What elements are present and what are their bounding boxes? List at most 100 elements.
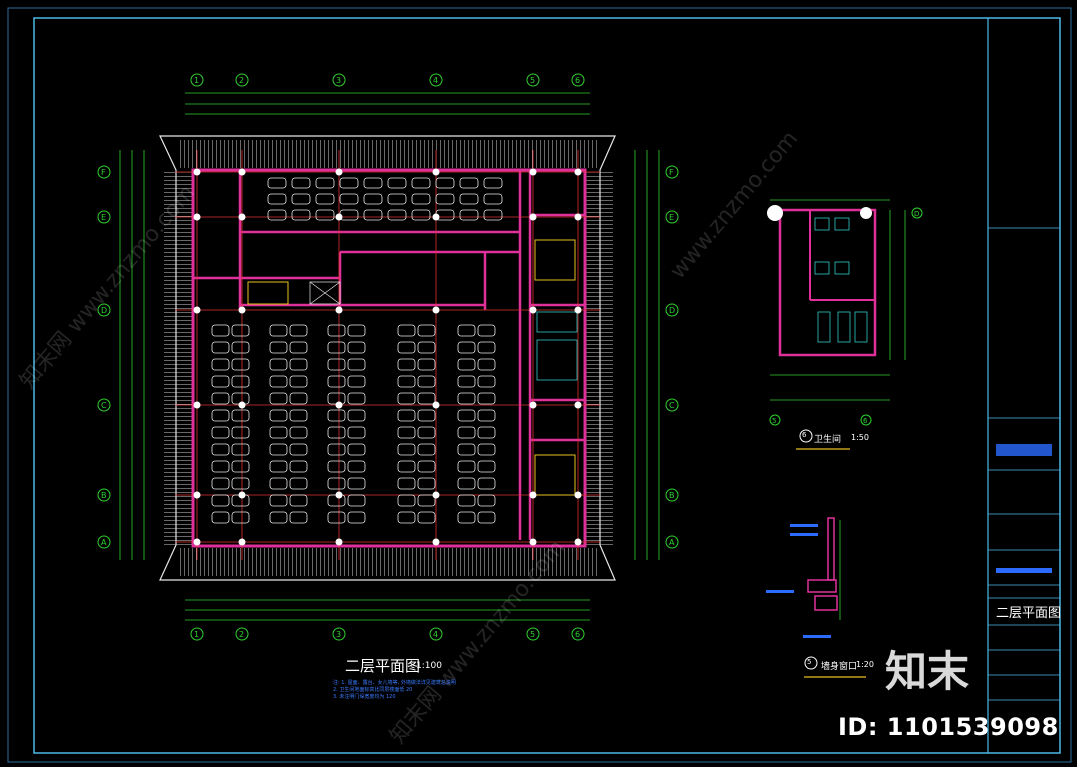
desk	[231, 477, 250, 490]
axis-label: 5	[530, 76, 535, 85]
desk	[231, 375, 250, 388]
column-marker	[432, 491, 440, 499]
column-marker	[574, 491, 582, 499]
exterior-wall	[191, 168, 587, 548]
toilet-block	[536, 311, 578, 381]
desk	[339, 177, 359, 189]
desk	[417, 409, 436, 422]
axis-label: B	[101, 491, 107, 500]
axis-bubble	[571, 73, 585, 87]
desk	[347, 443, 366, 456]
desk	[477, 460, 496, 473]
column-marker	[432, 213, 440, 221]
axis-label: 6	[575, 630, 580, 639]
desk	[339, 209, 359, 221]
desk	[327, 426, 346, 439]
title-block	[988, 227, 1060, 701]
desk	[347, 511, 366, 524]
desk	[289, 375, 308, 388]
desk	[347, 375, 366, 388]
column-marker	[335, 306, 343, 314]
desk	[397, 324, 416, 337]
desk	[211, 443, 230, 456]
axis-bubble	[332, 73, 346, 87]
axis-label: A	[669, 538, 675, 547]
desk	[269, 358, 288, 371]
column-marker	[574, 538, 582, 546]
interior-walls	[193, 170, 585, 540]
axis-bubble	[665, 398, 679, 412]
desk	[211, 494, 230, 507]
desk	[477, 358, 496, 371]
desk	[327, 443, 346, 456]
desk	[459, 177, 479, 189]
axis-label: 1	[194, 630, 199, 639]
desk	[347, 341, 366, 354]
desk	[315, 193, 335, 205]
toilet-detail-title: 卫生间	[814, 435, 842, 445]
axis-label: B	[669, 491, 675, 500]
desk	[397, 460, 416, 473]
column-marker	[529, 168, 537, 176]
desk	[435, 177, 455, 189]
desk	[211, 324, 230, 337]
desk	[457, 511, 476, 524]
column-marker	[335, 213, 343, 221]
desk	[327, 392, 346, 405]
axis-label: 1	[194, 76, 199, 85]
desk	[269, 494, 288, 507]
axis-label: C	[101, 401, 107, 410]
axis-bubble	[665, 165, 679, 179]
desk	[387, 193, 407, 205]
desk	[269, 375, 288, 388]
desk	[457, 341, 476, 354]
desk	[211, 511, 230, 524]
column-marker	[574, 168, 582, 176]
desk	[211, 477, 230, 490]
desk	[417, 341, 436, 354]
column-marker	[193, 538, 201, 546]
axis-label: 4	[433, 630, 438, 639]
axis-bubble	[665, 210, 679, 224]
axis-bubble	[665, 535, 679, 549]
desk	[387, 209, 407, 221]
desk	[327, 477, 346, 490]
desk	[291, 177, 311, 189]
toilet-detail-number: 6	[802, 431, 807, 439]
column-marker	[238, 213, 246, 221]
axis-bubble	[429, 627, 443, 641]
window-detail-number: 5	[807, 658, 812, 666]
desk	[417, 494, 436, 507]
desk	[269, 443, 288, 456]
axis-bubble	[571, 627, 585, 641]
desk	[289, 460, 308, 473]
desk	[211, 375, 230, 388]
axis-bubble	[429, 73, 443, 87]
axis-label: 2	[239, 76, 244, 85]
column-marker	[193, 306, 201, 314]
axis-label: F	[669, 168, 674, 177]
desk	[327, 409, 346, 422]
desk	[267, 193, 287, 205]
desk	[269, 409, 288, 422]
axis-bubble	[190, 627, 204, 641]
detail-toilet: D 5 6	[767, 199, 923, 450]
desk	[457, 477, 476, 490]
desk	[417, 392, 436, 405]
axis-bubble	[190, 73, 204, 87]
desk	[231, 511, 250, 524]
svg-text:www.znzmo.com: www.znzmo.com	[665, 126, 803, 283]
column-marker	[335, 491, 343, 499]
column-marker	[193, 491, 201, 499]
axis-label: F	[101, 168, 106, 177]
axis-bubble	[332, 627, 346, 641]
desk	[363, 209, 383, 221]
desk	[477, 426, 496, 439]
title-block-drawing-name: 二层平面图	[996, 606, 1062, 621]
desk	[397, 477, 416, 490]
column-marker	[574, 306, 582, 314]
toilet-detail-scale: 1:50	[851, 433, 869, 442]
axis-label: E	[101, 213, 106, 222]
axis-bubble	[97, 303, 111, 317]
